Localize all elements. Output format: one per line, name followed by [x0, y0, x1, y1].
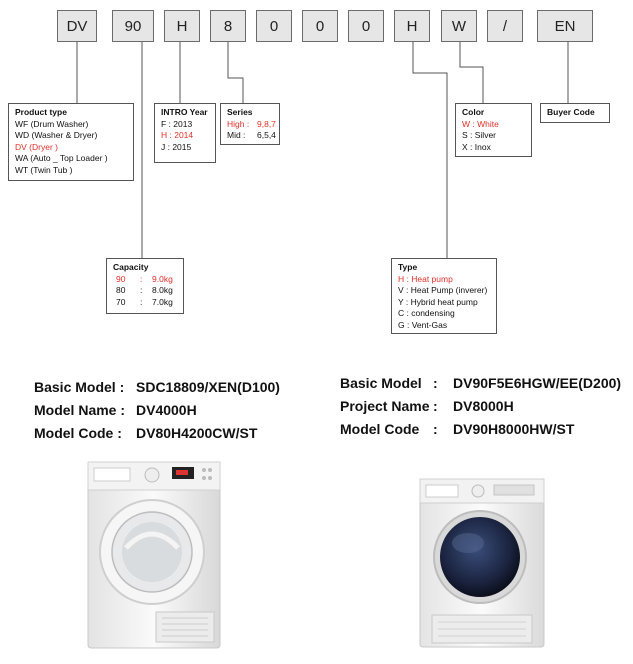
capacity-item: 70:7.0kg [116, 296, 173, 307]
left-model-info: Basic Model :SDC18809/XEN(D100) Model Na… [34, 376, 280, 445]
type-title: Type [398, 262, 418, 272]
left-basic-model-row: Basic Model :SDC18809/XEN(D100) [34, 379, 280, 395]
type-item: Y : Hybrid heat pump [398, 296, 478, 307]
left-model-code-row: Model Code :DV80H4200CW/ST [34, 425, 258, 441]
color-box: Color W : White S : Silver X : Inox [455, 103, 532, 157]
code-box-0a: 0 [256, 10, 292, 42]
capacity-item: 80:8.0kg [116, 285, 173, 295]
capacity-box: Capacity 90:9.0kg 80:8.0kg 70:7.0kg [106, 258, 184, 314]
right-basic-model-row: Basic Model:DV90F5E6HGW/EE(D200) [340, 375, 622, 391]
type-item: C : condensing [398, 308, 455, 318]
series-item: Mid :6,5,4 [227, 130, 276, 140]
code-box-w: W [441, 10, 477, 42]
right-project-name-row: Project Name:DV8000H [340, 398, 514, 414]
intro-year-title: INTRO Year [161, 107, 208, 117]
product-type-box: Product type WF (Drum Washer) WD (Washer… [8, 103, 134, 181]
type-item: H : Heat pump [398, 273, 453, 284]
code-box-dv: DV [57, 10, 97, 42]
right-model-code-row: Model Code:DV90H8000HW/ST [340, 421, 575, 437]
type-item: V : Heat Pump (inverer) [398, 285, 488, 295]
code-box-en: EN [537, 10, 593, 42]
intro-year-box: INTRO Year F : 2013 H : 2014 J : 2015 [154, 103, 216, 163]
dryer-image-heatpump [419, 478, 545, 648]
type-item: G : Vent-Gas [398, 319, 448, 330]
dryer-image-white [87, 461, 221, 649]
product-type-title: Product type [15, 107, 67, 117]
code-box-slash: / [487, 10, 523, 42]
code-box-8: 8 [210, 10, 246, 42]
type-box: Type H : Heat pump V : Heat Pump (invere… [391, 258, 497, 334]
buyer-code-title: Buyer Code [547, 107, 595, 117]
series-box: Series High :9,8,7 Mid :6,5,4 [220, 103, 280, 145]
code-box-90: 90 [112, 10, 154, 42]
intro-year-item: H : 2014 [161, 130, 194, 140]
right-model-info: Basic Model:DV90F5E6HGW/EE(D200) Project… [340, 372, 621, 441]
capacity-title: Capacity [113, 262, 149, 272]
buyer-code-box: Buyer Code [540, 103, 610, 123]
left-model-name-row: Model Name :DV4000H [34, 402, 197, 418]
code-box-0b: 0 [302, 10, 338, 42]
series-title: Series [227, 107, 253, 117]
color-item: X : Inox [462, 141, 491, 152]
series-item: High :9,8,7 [227, 118, 276, 129]
product-type-item: WD (Washer & Dryer) [15, 130, 98, 140]
color-item: S : Silver [462, 130, 497, 140]
color-title: Color [462, 107, 485, 117]
product-type-item: WT (Twin Tub ) [15, 164, 73, 175]
product-type-item: DV (Dryer ) [15, 141, 58, 152]
code-box-0c: 0 [348, 10, 384, 42]
code-box-h2: H [394, 10, 430, 42]
capacity-item: 90:9.0kg [116, 273, 173, 284]
product-type-item: WA (Auto _ Top Loader ) [15, 153, 108, 163]
intro-year-item: J : 2015 [161, 141, 192, 152]
code-box-h: H [164, 10, 200, 42]
product-type-item: WF (Drum Washer) [15, 118, 89, 129]
color-item: W : White [462, 118, 499, 129]
intro-year-item: F : 2013 [161, 118, 193, 129]
